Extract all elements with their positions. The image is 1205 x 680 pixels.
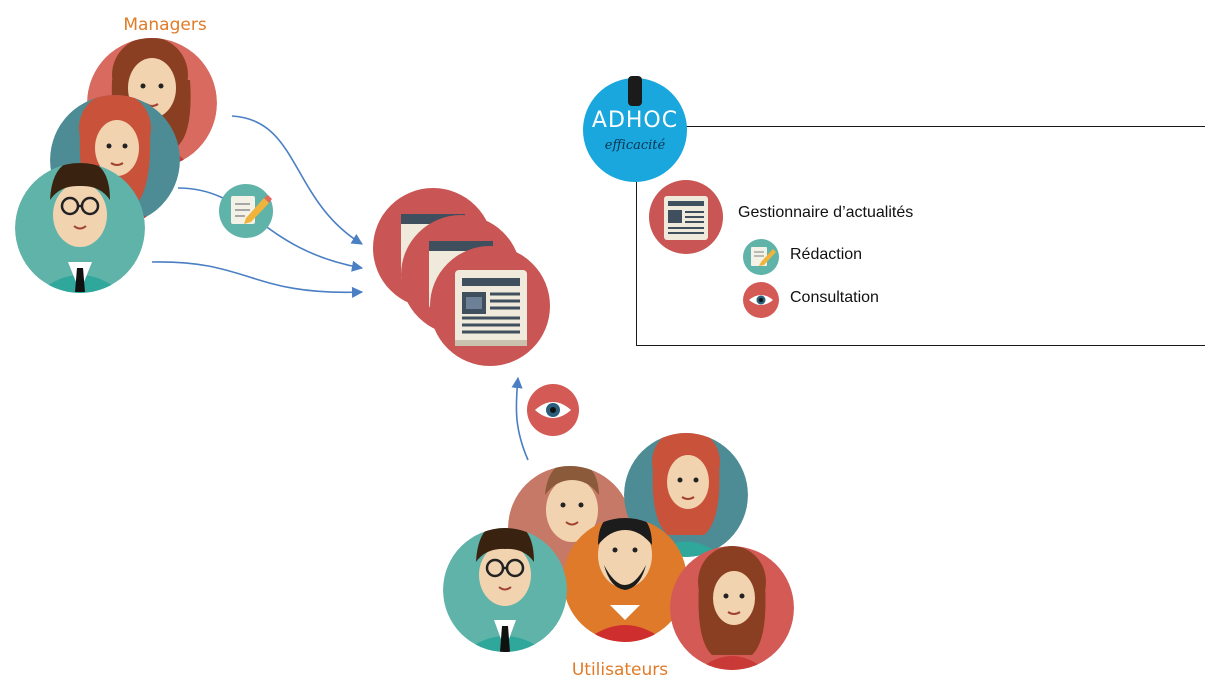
legend-pencil-icon xyxy=(743,239,779,275)
legend-item-consultation: Consultation xyxy=(790,289,879,306)
logo-mark-icon xyxy=(628,76,642,106)
news-documents-stack xyxy=(373,188,550,366)
legend-news-icon xyxy=(649,180,723,254)
news-document-icon-front xyxy=(430,246,550,366)
user-avatar-man-glasses xyxy=(443,528,567,652)
user-avatar-woman-2 xyxy=(670,546,794,670)
arrow-manager-3 xyxy=(151,261,364,298)
arrow-users xyxy=(511,376,529,461)
legend-box xyxy=(636,126,1205,346)
arrow-manager-1 xyxy=(231,115,363,245)
logo-line2: efficacité xyxy=(604,138,666,153)
users-label: Utilisateurs xyxy=(572,660,668,680)
logo-line1: ADHOC xyxy=(591,108,679,133)
eye-icon xyxy=(527,384,579,436)
adhoc-logo: ADHOC efficacité xyxy=(583,76,687,182)
legend-eye-icon xyxy=(743,282,779,318)
pencil-icon xyxy=(219,184,273,238)
legend-item-redaction: Rédaction xyxy=(790,246,863,263)
legend-title: Gestionnaire d’actualités xyxy=(738,204,914,221)
manager-avatar-man-glasses xyxy=(15,163,145,293)
managers-label: Managers xyxy=(123,15,207,35)
user-avatar-man-beard xyxy=(563,518,687,642)
